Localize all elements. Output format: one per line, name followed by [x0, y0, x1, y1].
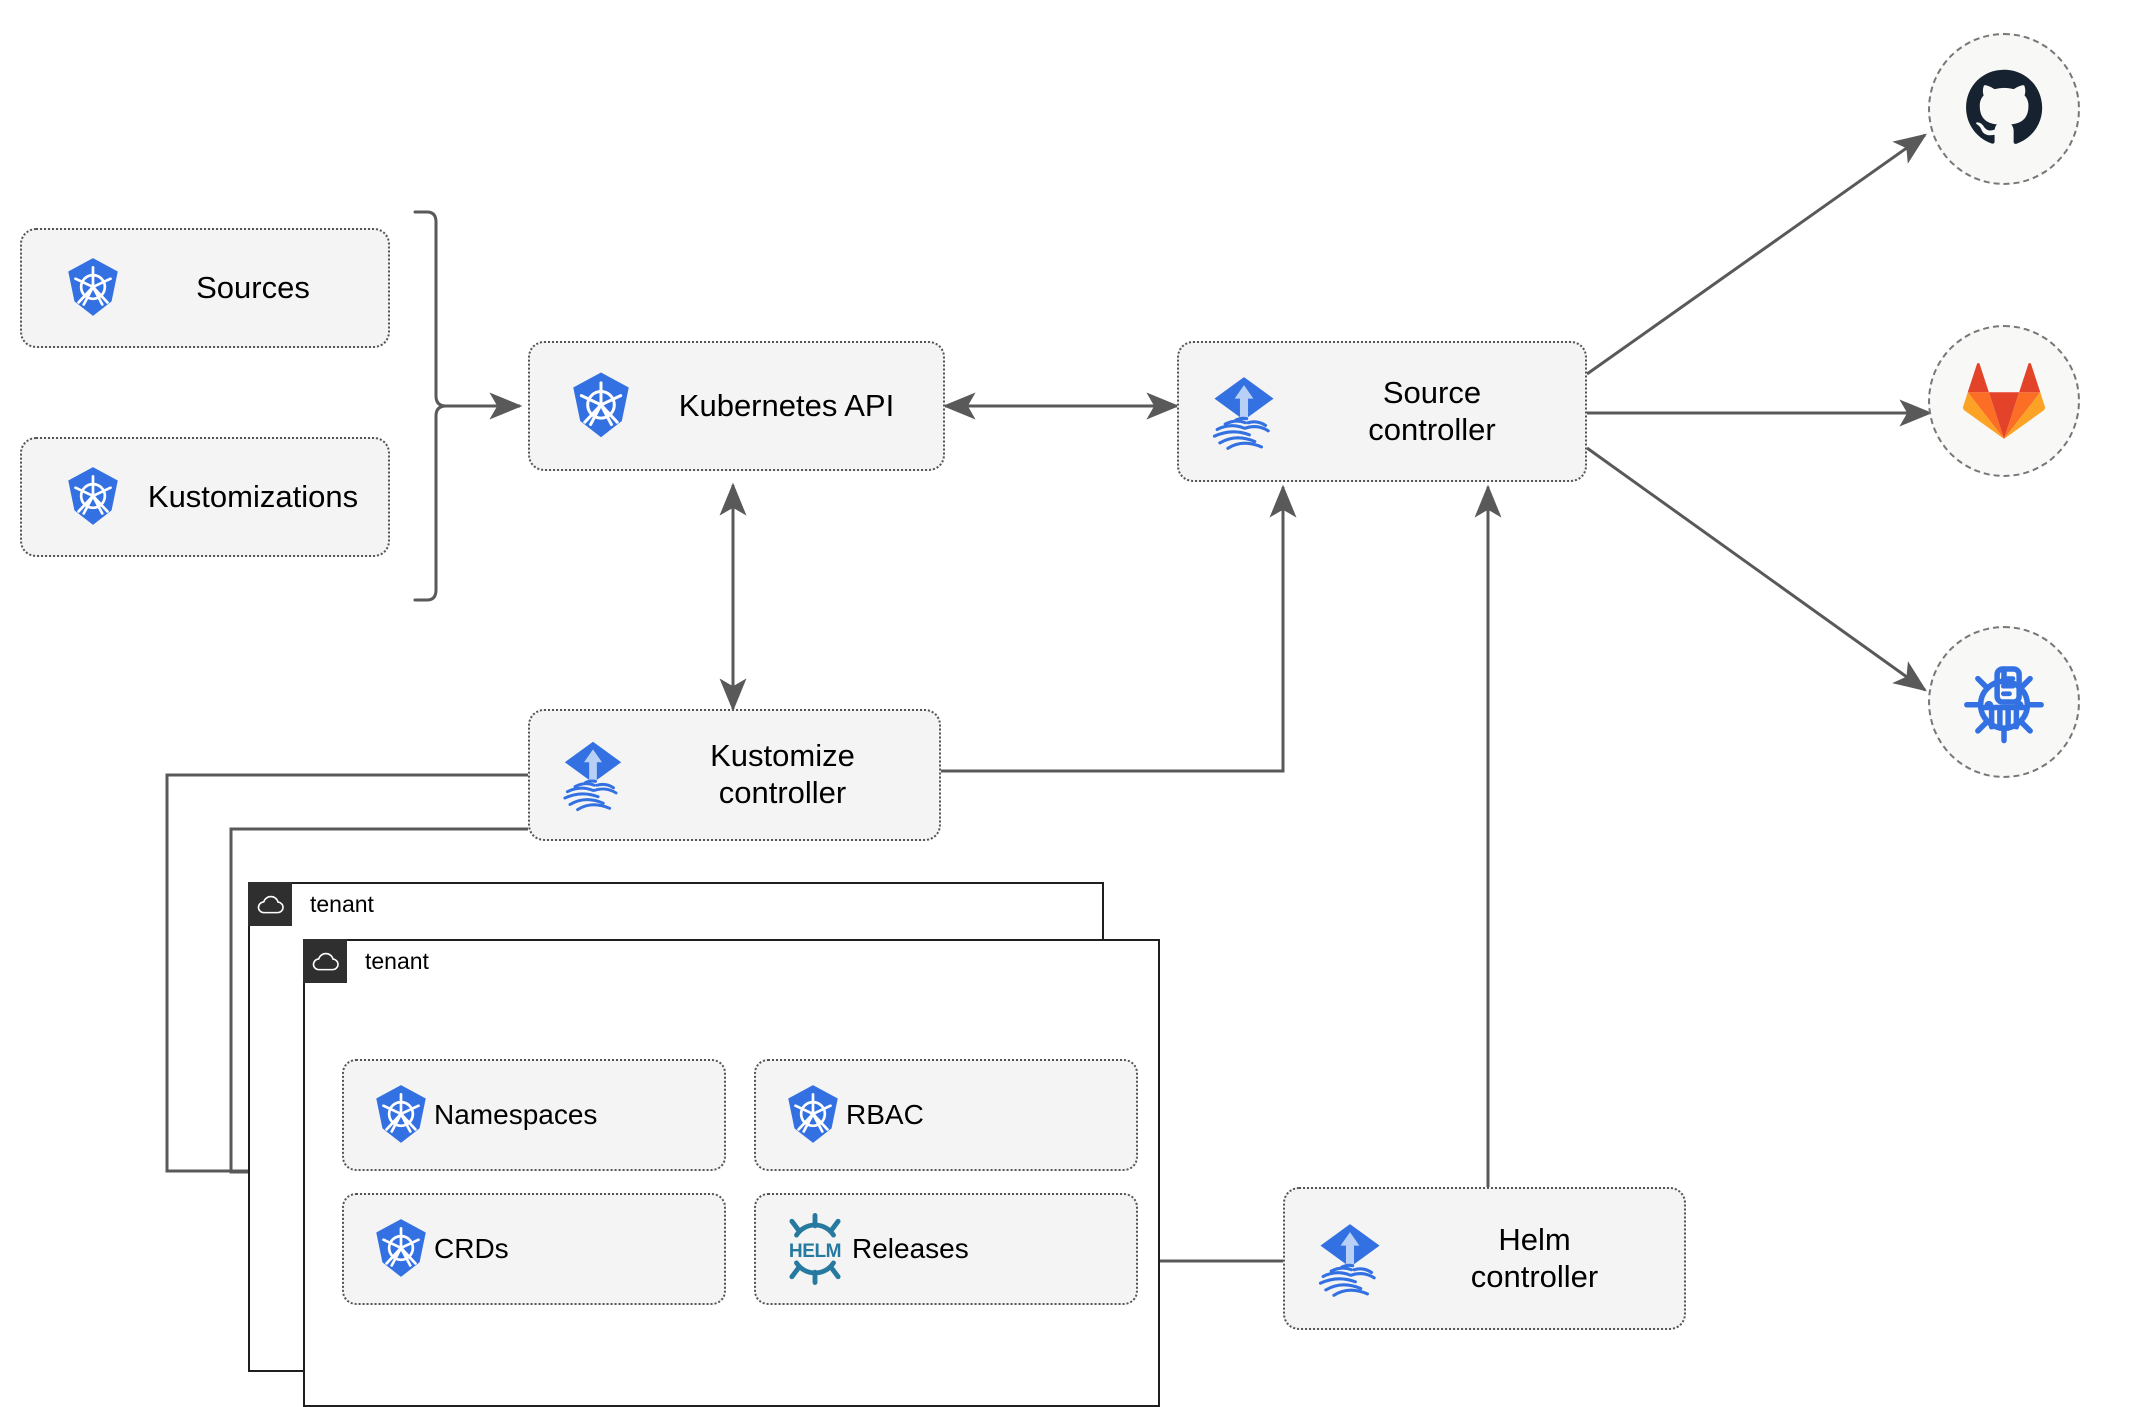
tenant-resource-grid: Namespaces	[342, 1059, 1138, 1305]
node-kustomizations[interactable]: Kustomizations	[20, 437, 390, 557]
node-kubernetes-api[interactable]: Kubernetes API	[528, 341, 945, 471]
provider-helm-repository[interactable]	[1928, 626, 2080, 778]
provider-gitlab[interactable]	[1928, 325, 2080, 477]
node-label: Kustomizations	[147, 478, 359, 514]
node-label: Helm controller	[1470, 1221, 1599, 1294]
flux-icon	[552, 734, 634, 816]
gitlab-icon	[1962, 363, 2046, 439]
kubernetes-icon	[60, 255, 126, 321]
node-sources[interactable]: Sources	[20, 228, 390, 348]
kubernetes-icon	[780, 1082, 846, 1148]
kubernetes-icon	[60, 464, 126, 530]
tenant-label: tenant	[310, 890, 374, 917]
node-label: Sources	[196, 269, 310, 305]
edge-kustomize-to-source	[941, 484, 1297, 773]
kubernetes-icon	[368, 1216, 434, 1282]
resource-rbac[interactable]: RBAC	[754, 1059, 1138, 1171]
cloud-icon	[248, 882, 292, 926]
resource-releases[interactable]: HELM Releases	[754, 1193, 1138, 1305]
node-source-controller[interactable]: Source controller	[1177, 341, 1587, 482]
tenant-label: tenant	[365, 947, 429, 974]
edge-source-to-github	[1586, 133, 1927, 376]
tenant-container-inner[interactable]: tenant	[303, 939, 1160, 1407]
resource-label: RBAC	[846, 1099, 924, 1130]
kubernetes-icon	[564, 369, 638, 443]
github-icon	[1966, 69, 2043, 144]
node-label: Kustomize controller	[710, 738, 855, 810]
node-label: Kubernetes API	[678, 387, 895, 423]
flux-icon	[1201, 369, 1287, 455]
tenant-header: tenant	[303, 939, 429, 983]
provider-github[interactable]	[1928, 33, 2080, 185]
helm-icon: HELM	[778, 1212, 852, 1286]
resource-namespaces[interactable]: Namespaces	[342, 1059, 726, 1171]
helm-chart-repository-icon	[1964, 666, 2044, 744]
svg-text:HELM: HELM	[789, 1241, 841, 1262]
node-label: Source controller	[1368, 374, 1496, 447]
node-helm-controller[interactable]: Helm controller	[1283, 1187, 1686, 1330]
cloud-icon	[303, 939, 347, 983]
edge-source-to-helm-repo	[1586, 446, 1927, 692]
tenant-header: tenant	[248, 882, 374, 926]
resource-label: Releases	[852, 1233, 969, 1264]
resource-label: CRDs	[434, 1233, 509, 1264]
node-kustomize-controller[interactable]: Kustomize controller	[528, 709, 941, 841]
resource-label: Namespaces	[434, 1099, 598, 1130]
edge-bracket	[413, 210, 447, 602]
resource-crds[interactable]: CRDs	[342, 1193, 726, 1305]
kubernetes-icon	[368, 1082, 434, 1148]
flux-icon	[1307, 1216, 1393, 1302]
